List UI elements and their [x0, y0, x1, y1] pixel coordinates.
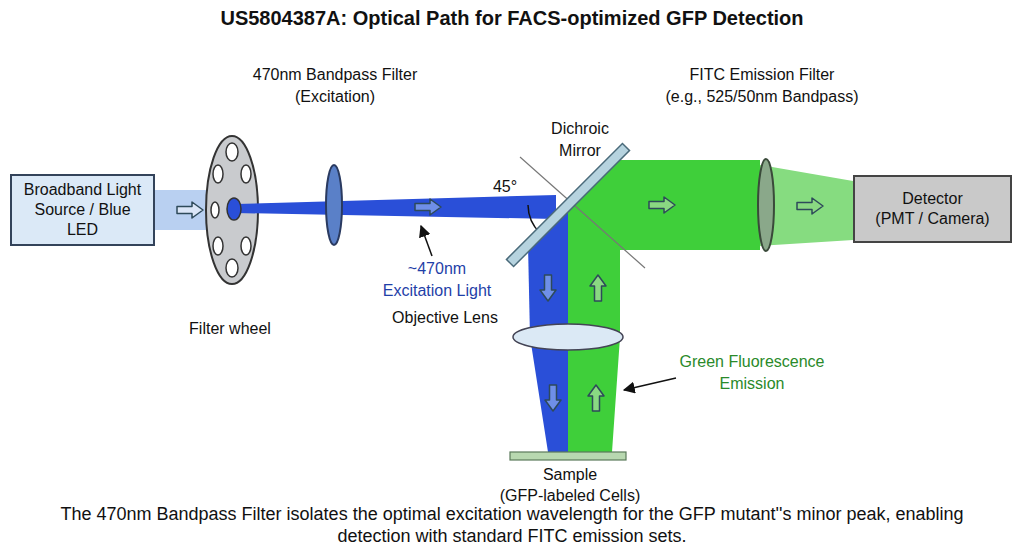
component-label: Dichroic Mirror	[538, 118, 622, 162]
diagram-title: US5804387A: Optical Path for FACS-optimi…	[0, 5, 1024, 31]
component-label: Sample	[490, 464, 650, 486]
component-label: (Excitation)	[215, 86, 455, 108]
beam-arrow	[540, 275, 556, 301]
box-text: Broadband Light Source / Blue LED	[18, 180, 147, 240]
sample-slide	[510, 452, 626, 460]
box-text: Detector	[902, 189, 962, 209]
component-label: Objective Lens	[375, 307, 515, 329]
beam-label: Green Fluorescence Emission	[667, 351, 837, 395]
beam-label: ~470nm Excitation Light	[375, 258, 500, 302]
component-label: Filter wheel	[155, 318, 305, 340]
emission-filter	[758, 159, 774, 251]
component-label: FITC Emission Filter	[632, 64, 892, 86]
beam-arrow	[590, 275, 606, 301]
beam-arrow	[545, 385, 561, 411]
objective-lens	[513, 324, 623, 350]
component-label: 470nm Bandpass Filter	[215, 64, 455, 86]
detector-box: Detector(PMT / Camera)	[853, 175, 1012, 243]
component-label: (e.g., 525/50nm Bandpass)	[632, 86, 892, 108]
light-source-box: Broadband Light Source / Blue LED	[10, 174, 155, 246]
leader-line	[421, 226, 432, 256]
emission-beam	[568, 160, 760, 452]
box-text: (PMT / Camera)	[875, 209, 989, 229]
angle-label: 45°	[485, 176, 525, 198]
dichroic-mirror	[506, 143, 629, 266]
excitation-beam	[236, 195, 556, 219]
component-label: (GFP-labeled Cells)	[480, 485, 660, 507]
normal-line	[520, 157, 645, 268]
beam-arrow	[649, 197, 675, 213]
beam-arrow	[797, 198, 823, 214]
diagram-caption: The 470nm Bandpass Filter isolates the o…	[32, 503, 992, 547]
bandpass-filter	[326, 165, 342, 245]
beam-arrow	[177, 202, 203, 218]
beam-arrow	[415, 199, 441, 215]
leader-line	[624, 378, 676, 390]
beam-arrow	[588, 385, 604, 411]
